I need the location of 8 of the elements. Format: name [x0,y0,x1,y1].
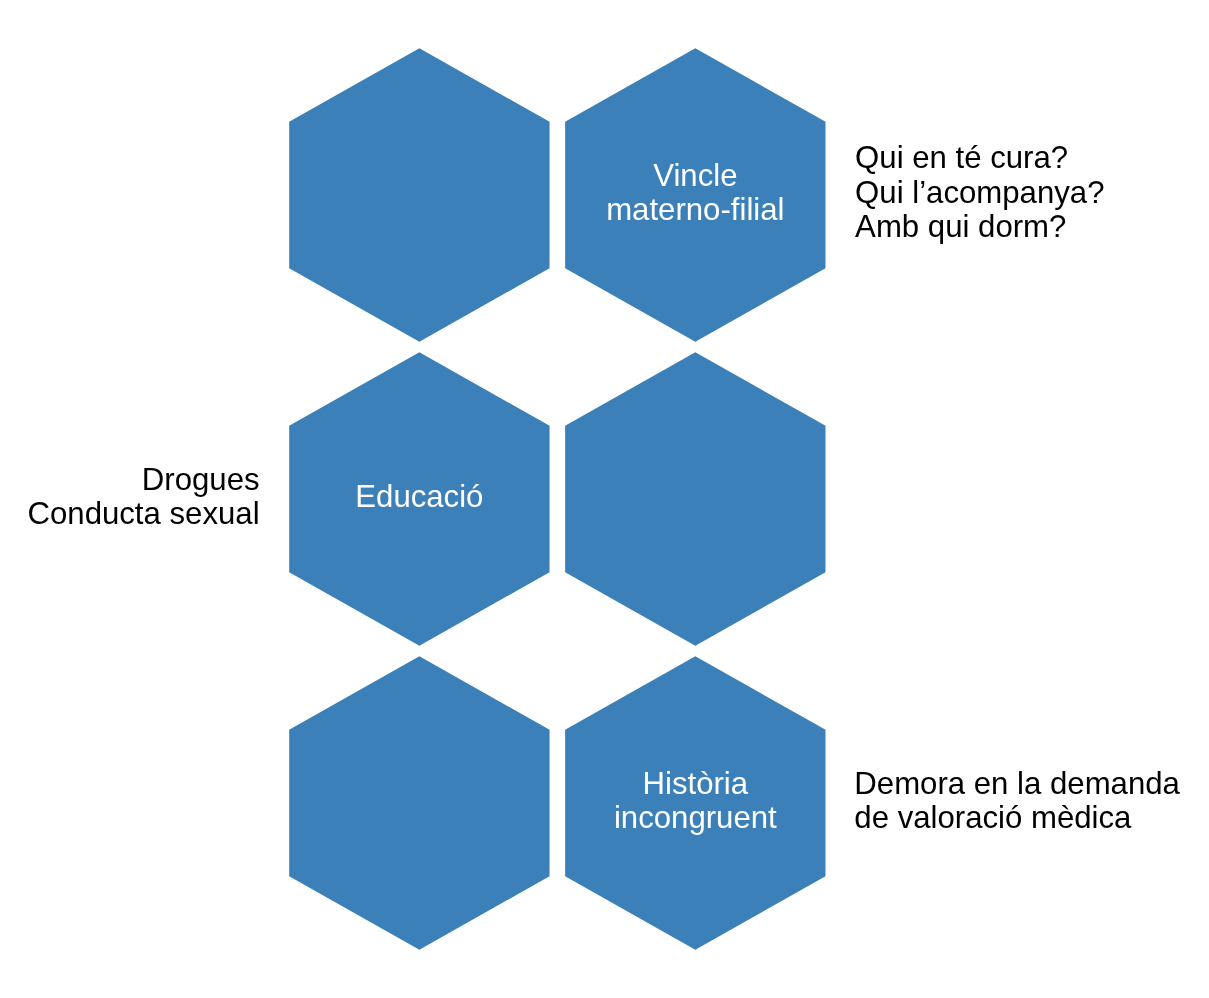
node-label: Amb qui dorm? [855,209,1067,245]
node-label: Demora en la demanda de valoració mèdica [854,765,1180,835]
node-hexagon [565,352,826,646]
node-label: Qui l’acompanya? [855,174,1105,210]
node-label: Drogues [141,461,260,497]
node-label: Qui en té cura? [855,140,1069,176]
node-hexagon [289,656,550,950]
node-hexagon [289,48,550,342]
